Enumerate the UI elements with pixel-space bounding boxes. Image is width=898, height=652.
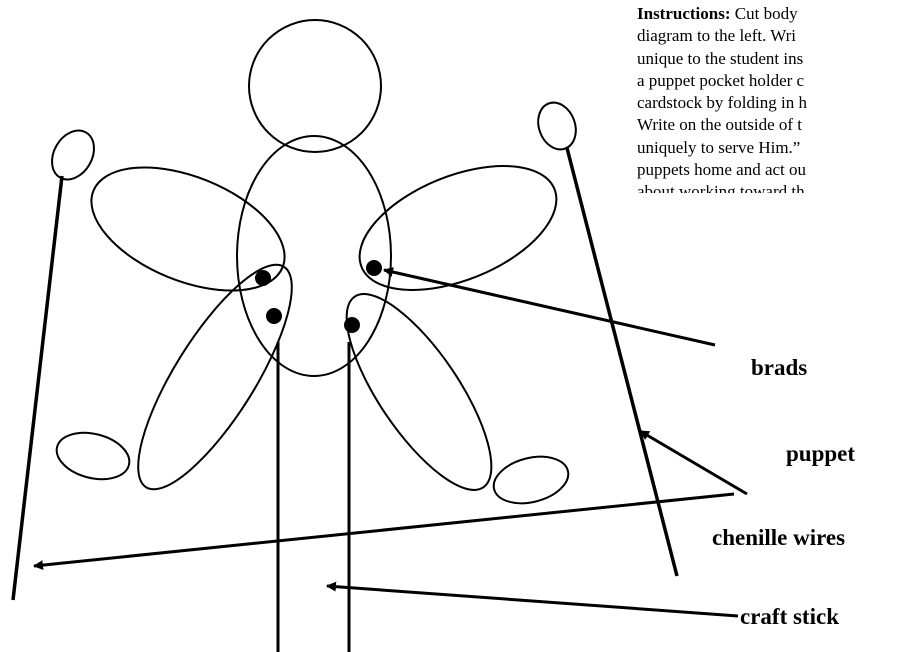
brad-dot [366, 260, 382, 276]
instructions-line: cardstock by folding in h [637, 92, 898, 114]
brads-arrow [384, 270, 715, 345]
brad-dot [266, 308, 282, 324]
chenille-wires-arrow [34, 494, 734, 566]
instructions-line: unique to the student ins [637, 48, 898, 70]
chenille-wires-label: chenille wires [712, 526, 845, 549]
craft-stick-label: craft stick [740, 605, 839, 628]
instructions-line: Instructions: Cut body [637, 3, 898, 25]
puppet-left-leg [112, 246, 318, 509]
puppet-right-arm [342, 141, 574, 315]
puppet-arrow [640, 431, 747, 494]
puppet-head [249, 20, 381, 152]
puppet-torso [237, 136, 391, 376]
instructions-line: about working toward th [637, 181, 898, 193]
instructions-text: Instructions: Cut body diagram to the le… [637, 3, 898, 193]
brads-label: brads [751, 356, 807, 379]
puppet-left-arm [74, 143, 302, 316]
craft-stick-arrow [327, 586, 738, 616]
puppet-left-hand [44, 123, 103, 187]
instructions-line: Write on the outside of t [637, 114, 898, 136]
instructions-line: puppets home and act ou [637, 159, 898, 181]
puppet-right-leg [322, 274, 517, 509]
instructions-heading: Instructions: [637, 4, 731, 23]
instructions-line: a puppet pocket holder c [637, 70, 898, 92]
instructions-line: uniquely to serve Him.” [637, 137, 898, 159]
chenille-wire-right [567, 148, 677, 576]
puppet-label: puppet [786, 442, 855, 465]
puppet-left-foot [52, 426, 134, 487]
brad-dot [255, 270, 271, 286]
puppet-right-hand [532, 97, 582, 154]
brad-dot [344, 317, 360, 333]
instructions-line-text: Cut body [731, 4, 798, 23]
instructions-line: diagram to the left. Wri [637, 25, 898, 47]
chenille-wire-left [13, 176, 62, 600]
puppet-right-foot [489, 449, 573, 510]
